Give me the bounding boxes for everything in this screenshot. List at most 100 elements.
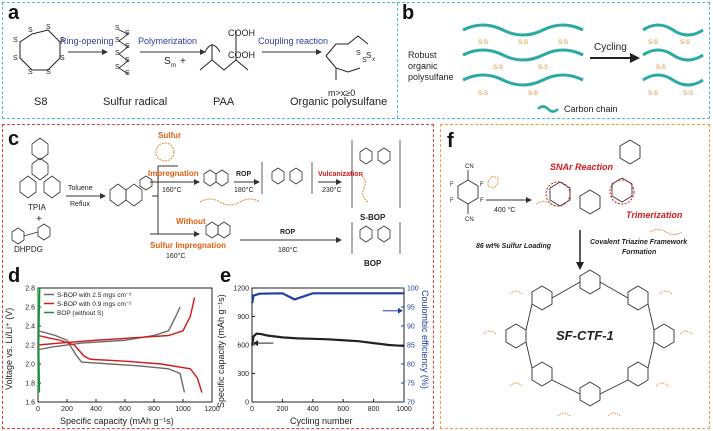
d-series-1-charge bbox=[37, 297, 196, 346]
svg-text:S: S bbox=[60, 55, 65, 62]
d-legend-label: S-BOP with 2.5 mgs cm⁻² bbox=[57, 292, 132, 299]
s8-label: S8 bbox=[34, 96, 47, 108]
svg-text:F: F bbox=[450, 182, 454, 188]
toluene-label: Toluene bbox=[68, 185, 93, 192]
svg-text:S-S: S-S bbox=[558, 40, 568, 46]
e-ytick-label: 1200 bbox=[233, 286, 249, 293]
svg-text:S-S: S-S bbox=[528, 91, 538, 97]
cooh-2: COOH bbox=[228, 50, 255, 60]
svg-text:CN: CN bbox=[465, 164, 474, 170]
e-y2tick-label: 95 bbox=[407, 305, 415, 312]
e-y2tick-label: 85 bbox=[407, 343, 415, 350]
polymerization-label: Polymerization bbox=[138, 36, 197, 46]
bop-structure bbox=[351, 222, 401, 254]
svg-text:S: S bbox=[115, 50, 120, 57]
panel-a-label: a bbox=[8, 2, 20, 24]
svg-text:S: S bbox=[46, 69, 51, 76]
svg-text:S-S: S-S bbox=[518, 40, 528, 46]
sbop-label: S-BOP bbox=[360, 213, 386, 222]
dhpdg-structure bbox=[11, 223, 51, 245]
svg-text:S-S: S-S bbox=[680, 40, 690, 46]
e-ytick-label: 0 bbox=[245, 400, 249, 407]
d-ytick-label: 2.8 bbox=[25, 286, 35, 293]
svg-text:S: S bbox=[46, 24, 51, 31]
svg-text:S-S: S-S bbox=[478, 91, 488, 97]
e-xlabel: Cycling number bbox=[290, 416, 353, 426]
robust-label: Robust bbox=[408, 50, 437, 60]
loading-label: 86 wt% Sulfur Loading bbox=[476, 243, 552, 250]
svg-text:S-S: S-S bbox=[648, 40, 658, 46]
svg-text:S: S bbox=[115, 64, 120, 71]
tfpn-monomer bbox=[457, 170, 479, 214]
e-y2tick-label: 90 bbox=[407, 324, 415, 331]
snar-label: SNAr Reaction bbox=[550, 162, 614, 172]
svg-text:S: S bbox=[28, 69, 33, 76]
reaction-center bbox=[549, 139, 641, 215]
svg-text:S-S: S-S bbox=[656, 65, 666, 71]
polybenzoxazine-a bbox=[261, 162, 313, 194]
e-xtick-label: 800 bbox=[368, 406, 380, 413]
d-ytick-label: 1.8 bbox=[25, 381, 35, 388]
sulfur-imp-label2: Impregnation bbox=[148, 169, 199, 178]
svg-text:S: S bbox=[362, 57, 367, 64]
mx-label: m>x≥0 bbox=[328, 88, 355, 98]
sulfur-links-right: S-S S-S S-S S-S S-S bbox=[648, 40, 693, 97]
svg-text:S-S: S-S bbox=[683, 91, 693, 97]
e-y2tick-label: 80 bbox=[407, 362, 415, 369]
d-ytick-label: 2.6 bbox=[25, 305, 35, 312]
tpia-label: TPIA bbox=[28, 203, 46, 212]
panel-c-scheme: TPIA + DHPDG Toluene Reflux Sulfur Impre… bbox=[11, 131, 401, 268]
sulfur-radical-label: Sulfur radical bbox=[103, 96, 167, 108]
e-xtick-label: 400 bbox=[307, 406, 319, 413]
polysulfane-structure bbox=[325, 35, 369, 80]
svg-text:S: S bbox=[115, 37, 120, 44]
paa-label: PAA bbox=[213, 96, 235, 108]
tpia-structure bbox=[19, 137, 61, 199]
svg-text:m: m bbox=[171, 63, 176, 69]
panel-e-label: e bbox=[220, 265, 232, 287]
bop-label: BOP bbox=[364, 259, 382, 268]
d-xlabel: Specific capacity (mAh g⁻¹s) bbox=[60, 416, 174, 426]
d-xtick-label: 1200 bbox=[204, 406, 220, 413]
sx-label: S bbox=[366, 51, 371, 60]
t230: 230°C bbox=[322, 186, 342, 194]
d-legend-label: BOP (without S) bbox=[57, 310, 103, 317]
e-ytick-label: 900 bbox=[237, 314, 249, 321]
e-y2tick-label: 75 bbox=[407, 381, 415, 388]
d-xtick-label: 400 bbox=[90, 406, 102, 413]
d-legend-label: S-BOP with 0.9 mgs cm⁻² bbox=[57, 301, 132, 308]
without-label2: Sulfur Impregnation bbox=[150, 241, 226, 250]
sulfur-imp-label: Sulfur bbox=[158, 131, 181, 140]
svg-text:F: F bbox=[480, 182, 484, 188]
e-right-axis-arrowhead bbox=[397, 307, 403, 314]
e-xtick-label: 0 bbox=[250, 406, 254, 413]
cycling-label: Cycling bbox=[594, 42, 627, 53]
rop1: ROP bbox=[236, 171, 252, 178]
svg-text:S-S: S-S bbox=[648, 91, 658, 97]
e-xtick-label: 1000 bbox=[396, 406, 412, 413]
e-series-0 bbox=[251, 332, 405, 348]
d-xtick-label: 600 bbox=[119, 406, 131, 413]
panel-divider bbox=[397, 3, 398, 118]
panel-c-label: c bbox=[8, 128, 20, 150]
rop2: ROP bbox=[280, 229, 296, 236]
e-series-1 bbox=[251, 292, 404, 304]
svg-text:S: S bbox=[13, 55, 18, 62]
polysulfane-label: Organic polysulfane bbox=[290, 96, 387, 108]
coupling-label: Coupling reaction bbox=[258, 36, 328, 46]
without-label: Without bbox=[176, 217, 206, 226]
d-xtick-label: 1000 bbox=[175, 406, 191, 413]
d-ytick-label: 2.2 bbox=[25, 343, 35, 350]
panel-d-chart: Voltage vs. Li/Li⁺ (V) Specific capacity… bbox=[4, 286, 220, 427]
svg-text:S: S bbox=[356, 50, 361, 57]
svg-text:S: S bbox=[28, 27, 33, 34]
e-y2tick-label: 100 bbox=[407, 286, 419, 293]
carbon-chain-label: Carbon chain bbox=[564, 104, 618, 114]
sfctf-label: SF-CTF-1 bbox=[556, 328, 614, 343]
d-ytick-label: 2.0 bbox=[25, 362, 35, 369]
carbon-chains-left bbox=[462, 23, 584, 87]
ctf-label-1: Covalent Triazine Framework bbox=[590, 239, 688, 246]
